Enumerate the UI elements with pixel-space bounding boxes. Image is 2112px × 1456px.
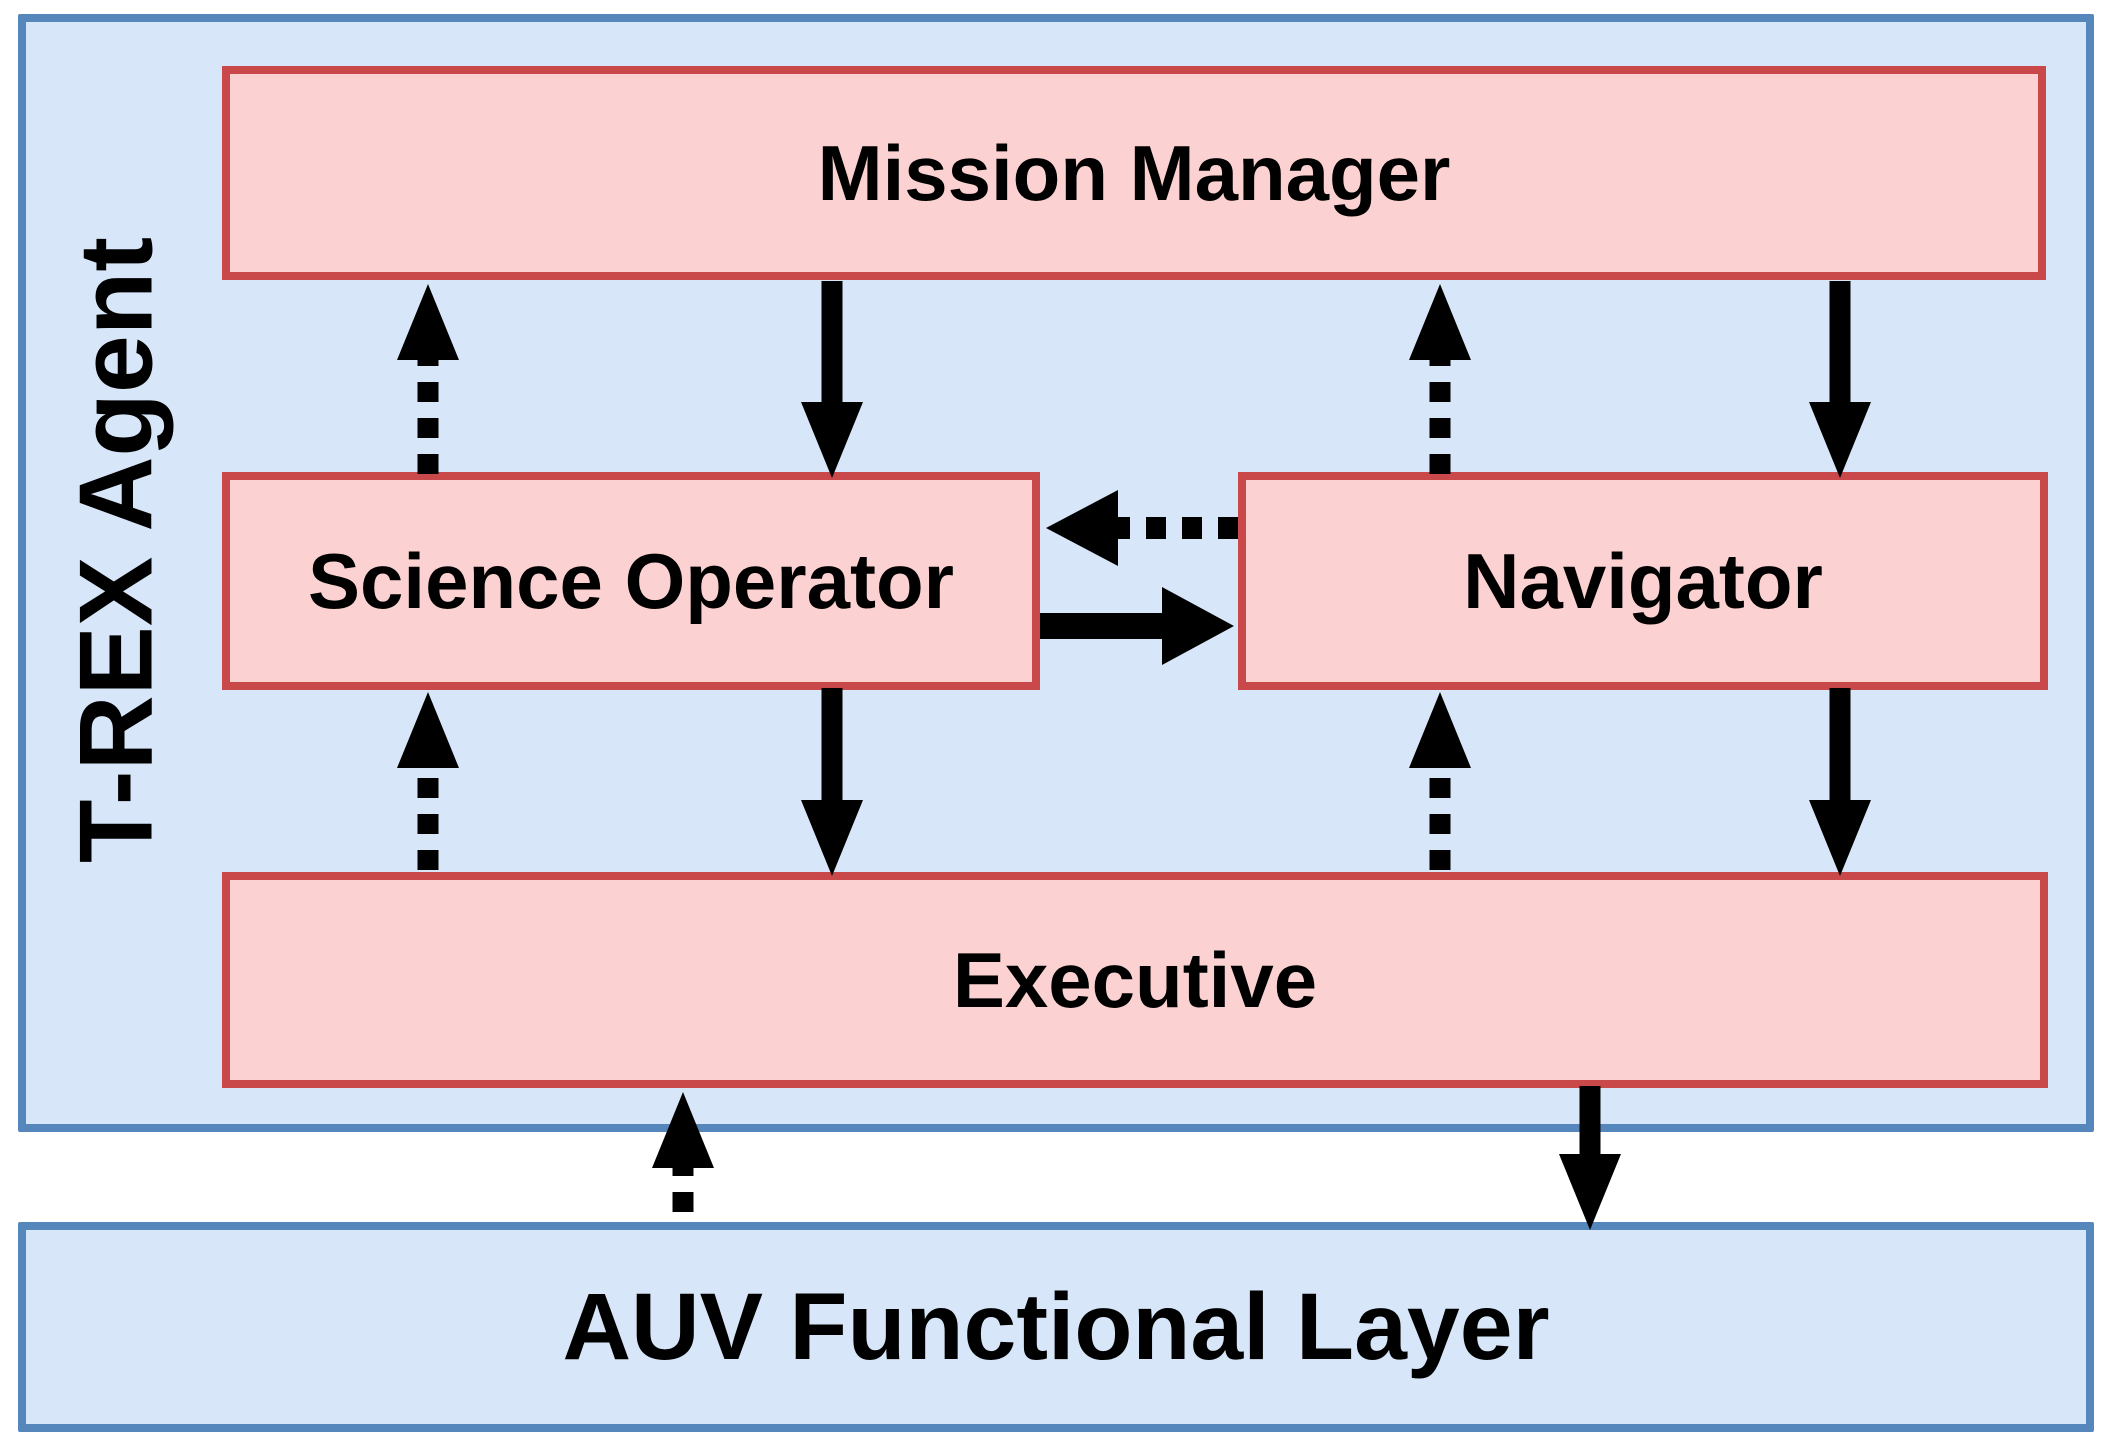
auv-functional-layer-label: AUV Functional Layer [562, 1273, 1550, 1380]
node-mission-manager: Mission Manager [222, 66, 2046, 280]
node-executive: Executive [222, 872, 2048, 1088]
executive-label: Executive [952, 935, 1318, 1024]
node-science-operator: Science Operator [222, 472, 1040, 690]
mission-manager-label: Mission Manager [817, 128, 1451, 217]
auv-functional-layer-box: AUV Functional Layer [18, 1222, 2094, 1432]
navigator-label: Navigator [1463, 536, 1823, 625]
trex-agent-label: T-REX Agent [58, 237, 175, 863]
science-operator-label: Science Operator [308, 536, 954, 625]
node-navigator: Navigator [1238, 472, 2048, 690]
